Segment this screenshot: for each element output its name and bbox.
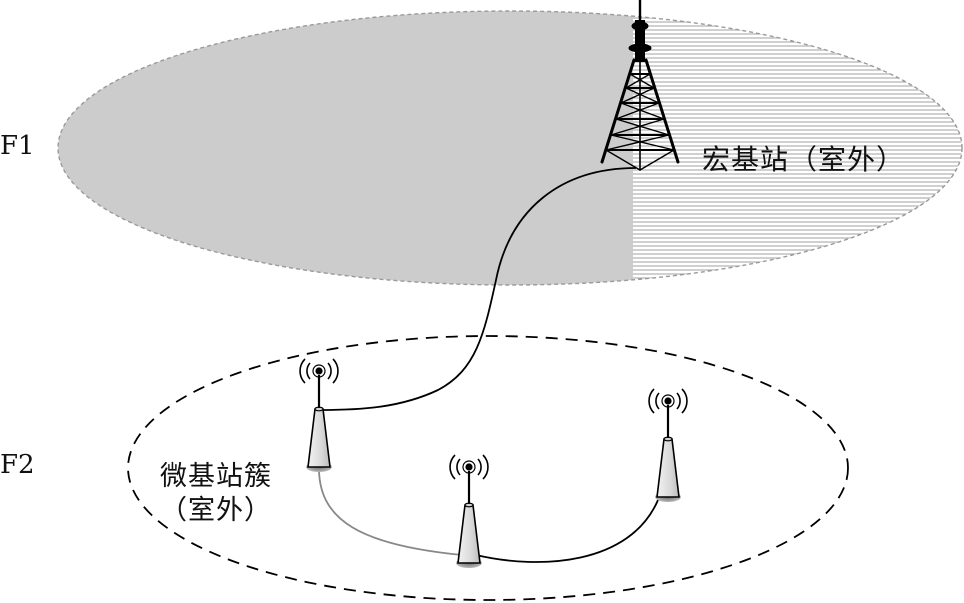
label-micro-line1: 微基站簇	[160, 461, 272, 492]
label-f2: F2	[0, 450, 35, 480]
micro-link-gray	[318, 469, 463, 556]
macro-to-micro-link	[319, 167, 637, 411]
macro-coverage-area	[57, 10, 963, 286]
micro-cluster-area	[127, 335, 849, 601]
label-micro-cluster: 微基站簇 （室外）	[160, 460, 272, 528]
label-micro-line2: （室外）	[160, 495, 272, 526]
label-macro-station: 宏基站（室外）	[702, 143, 906, 176]
label-f1: F1	[0, 131, 35, 161]
micro-station-icon	[647, 387, 689, 504]
micro-link-black	[475, 499, 659, 563]
micro-station-icon	[298, 357, 340, 474]
macro-tower-icon	[600, 0, 680, 171]
micro-station-icon	[448, 453, 490, 570]
